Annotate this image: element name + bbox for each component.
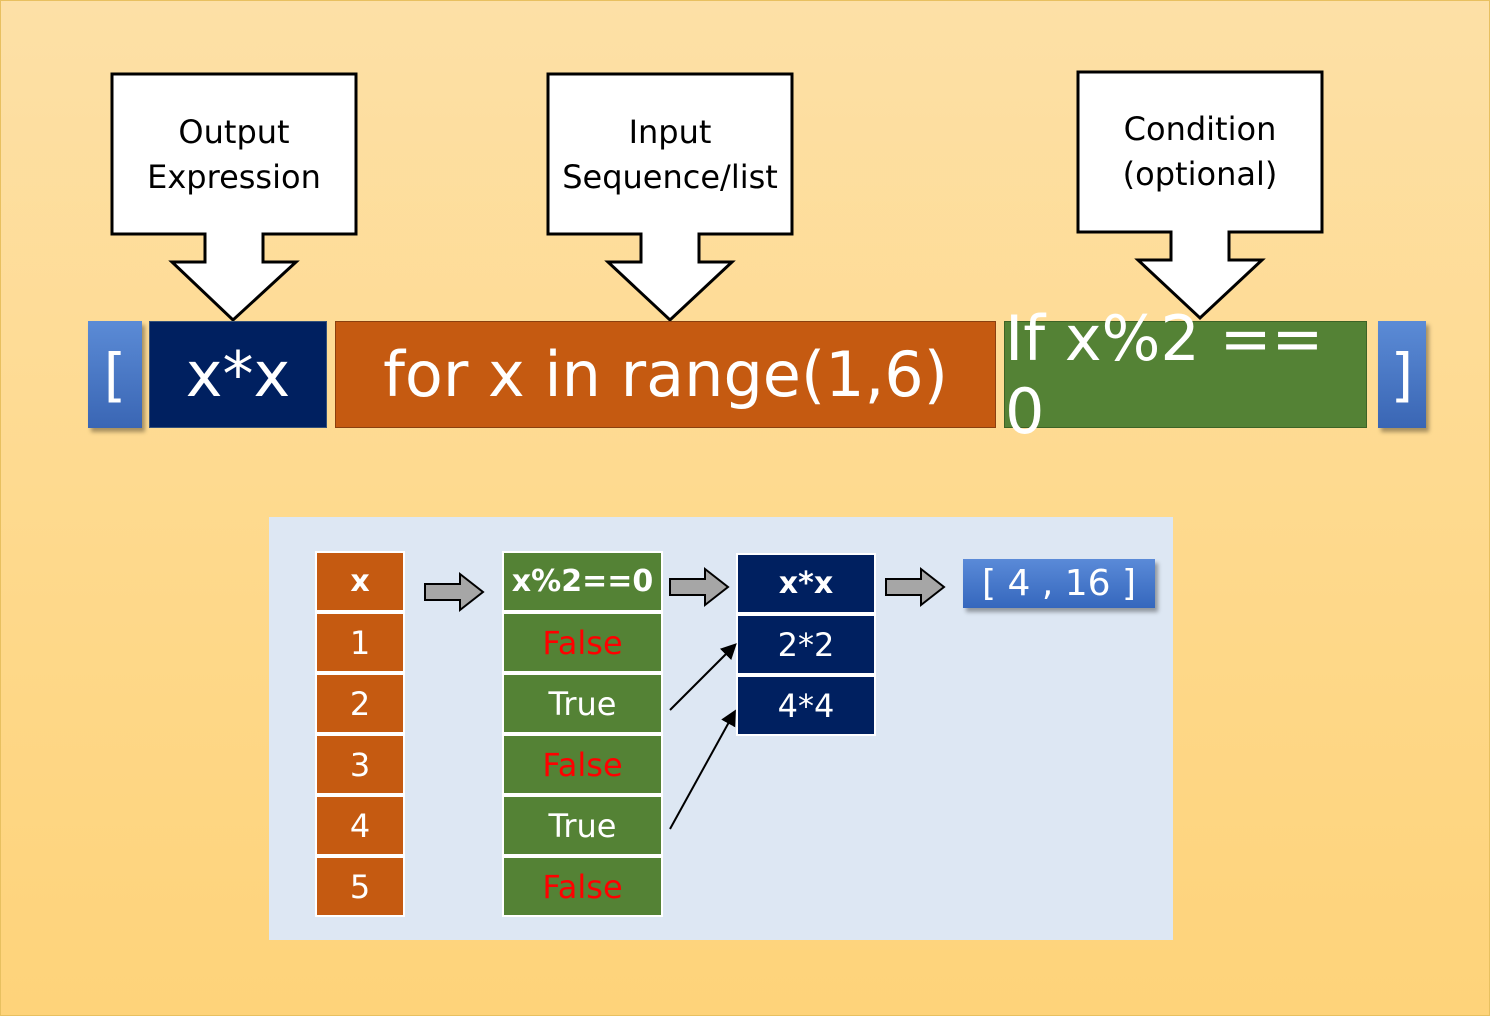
condition-callout (1076, 70, 1324, 321)
close-bracket: ] (1378, 321, 1426, 428)
condition-cell-2: True (502, 673, 663, 734)
loop-box: for x in range(1,6) (335, 321, 996, 428)
block-arrow-1 (424, 571, 485, 613)
condition-cell-3: False (502, 734, 663, 795)
true-arrow-1 (669, 643, 737, 711)
output-expression-label: Output Expression (147, 113, 321, 196)
block-arrow-2 (669, 566, 730, 608)
true-arrow-2 (669, 709, 736, 830)
x-cell-1: 1 (315, 612, 405, 673)
condition-cell-5: False (502, 856, 663, 917)
output-column-header: x*x (736, 553, 876, 614)
x-cell-5: 5 (315, 856, 405, 917)
block-arrow-3 (885, 566, 946, 608)
condition-box: If x%2 == 0 (1004, 302, 1367, 448)
output-cell-2: 4*4 (736, 675, 876, 736)
x-cell-2: 2 (315, 673, 405, 734)
condition-cell-4: True (502, 795, 663, 856)
open-bracket: [ (88, 321, 142, 428)
output-expression-box: x*x (149, 321, 327, 428)
output-expression-callout (110, 72, 358, 323)
condition-column-header: x%2==0 (502, 551, 663, 612)
x-column-header: x (315, 551, 405, 612)
condition-cell-1: False (502, 612, 663, 673)
x-cell-3: 3 (315, 734, 405, 795)
condition-label: Condition (optional) (1122, 110, 1278, 193)
input-sequence-label: Input Sequence/list (562, 113, 778, 196)
output-cell-1: 2*2 (736, 614, 876, 675)
x-cell-4: 4 (315, 795, 405, 856)
input-sequence-callout (546, 72, 794, 323)
result-list: [ 4 , 16 ] (963, 559, 1155, 608)
